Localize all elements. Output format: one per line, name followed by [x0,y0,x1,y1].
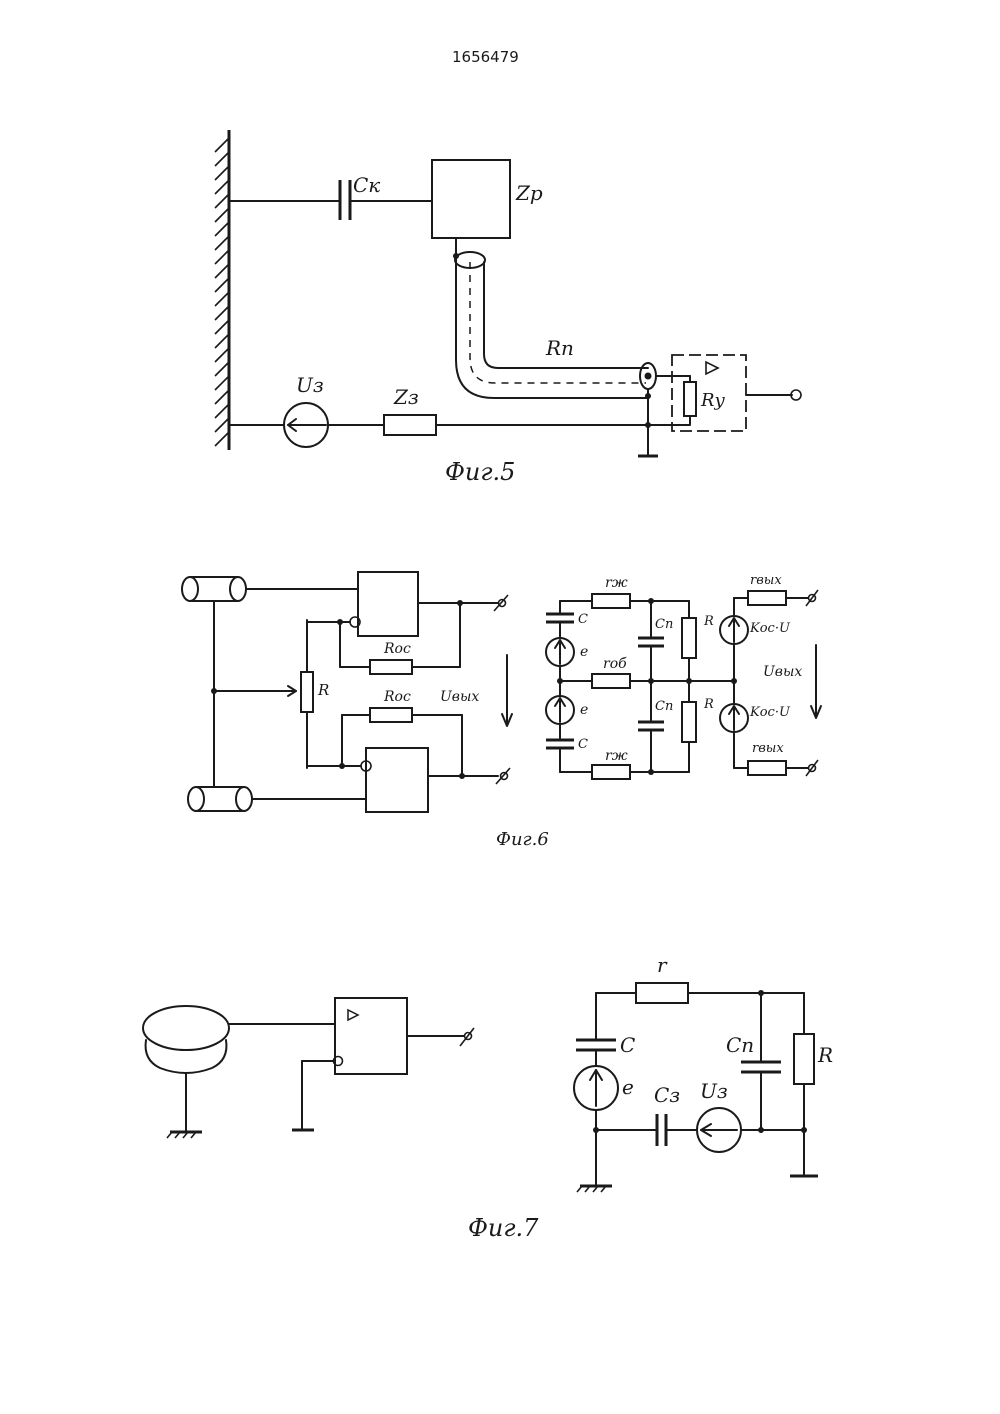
ground-wall [215,130,229,450]
label-zp: Zр [515,181,543,205]
label-c-top: C [578,612,588,627]
label-z3: Zз [393,385,419,409]
label-rvyx-bottom: rвых [752,741,784,756]
figure-6-right: rж C e e C rоб Cп [546,573,821,779]
label-r-bottom: R [703,697,714,712]
figure-5: Cк Zр Rп Rу [215,130,801,486]
label-roc-bottom: Rос [383,689,411,705]
label-r-top: R [703,614,714,629]
label-ry: Rу [700,390,726,411]
label-rp: Rп [545,336,574,360]
bottom-loop [229,389,690,456]
label-roc-top: Rос [383,641,411,657]
capacitor-ck [229,180,432,220]
label-r-small: r [657,953,668,977]
caption-fig5: Фиг.5 [445,458,515,486]
label-uvyx-left: Uвых [440,689,479,705]
label-e: e [622,1075,634,1099]
figure-7-right: r C e Cз Uз Cп R [574,953,833,1192]
label-rzh-bottom: rж [605,748,628,764]
label-rzh-top: rж [605,575,628,591]
label-cp-top: Cп [655,617,673,632]
label-cp-fig7: Cп [726,1033,754,1057]
amplifier-block [656,355,801,431]
opamp-bottom [307,708,510,812]
label-rob: rоб [603,656,627,672]
caption-fig7: Фиг.7 [468,1214,539,1242]
arrow-uvyx-right [811,645,821,718]
label-uvyx-right: Uвых [763,664,802,680]
electrode-top [182,577,246,601]
sensor-box-zp [432,160,510,238]
label-rvyx-top: rвых [750,573,782,588]
coaxial-cable [453,238,656,398]
figure-6-left: R Rос [182,572,512,812]
caption-fig6: Фиг.6 [496,829,549,850]
patent-number: 1656479 [452,48,519,66]
label-u3-fig7: Uз [700,1079,728,1103]
figure-7-left [143,998,474,1138]
label-r-potentiometer: R [317,681,329,699]
arrow-uvyx-left [502,655,512,726]
label-c: C [620,1033,635,1057]
label-r-big: R [817,1043,833,1067]
label-koc-top: Kос·U [749,621,791,636]
label-koc-bottom: Kос·U [749,705,791,720]
label-e-bottom: e [580,702,588,718]
label-u3: Uз [296,373,324,397]
electrode-bottom [188,787,252,811]
label-cp-bottom: Cп [655,699,673,714]
label-e-top: e [580,644,588,660]
label-c-bottom: C [578,737,588,752]
label-c3: Cз [654,1083,680,1107]
opamp-top [307,572,508,674]
label-ck: Cк [353,173,380,197]
